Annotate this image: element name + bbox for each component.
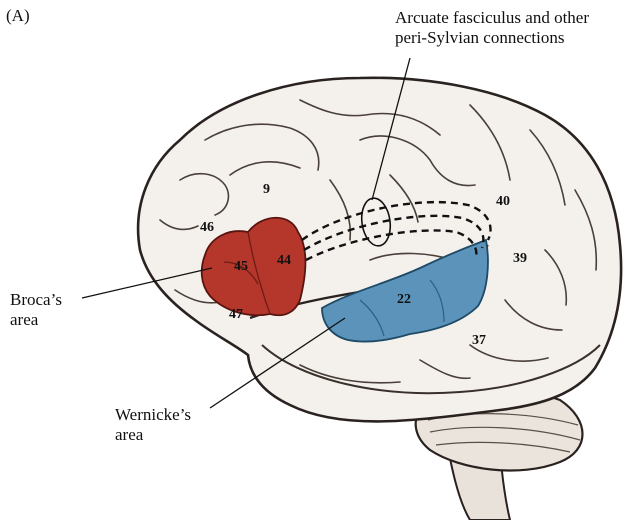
area-44-label: 44	[277, 253, 291, 268]
broca-callout-line-1: Broca’s	[10, 290, 62, 310]
area-22-label: 22	[397, 292, 411, 307]
wernicke-callout-line-2: area	[115, 425, 191, 445]
area-37-label: 37	[472, 333, 486, 348]
area-9-label: 9	[263, 182, 270, 197]
area-46-label: 46	[200, 220, 214, 235]
wernicke-callout: Wernicke’s area	[115, 405, 191, 445]
panel-label: (A)	[6, 6, 30, 26]
broca-callout: Broca’s area	[10, 290, 62, 330]
arcuate-callout-line-1: Arcuate fasciculus and other	[395, 8, 589, 28]
area-40-label: 40	[496, 194, 510, 209]
broca-callout-line-2: area	[10, 310, 62, 330]
area-39-label: 39	[513, 251, 527, 266]
arcuate-callout-line-2: peri-Sylvian connections	[395, 28, 589, 48]
arcuate-callout: Arcuate fasciculus and other peri-Sylvia…	[395, 8, 589, 48]
area-45-label: 45	[234, 259, 248, 274]
area-47-label: 47	[229, 307, 243, 322]
wernicke-callout-line-1: Wernicke’s	[115, 405, 191, 425]
